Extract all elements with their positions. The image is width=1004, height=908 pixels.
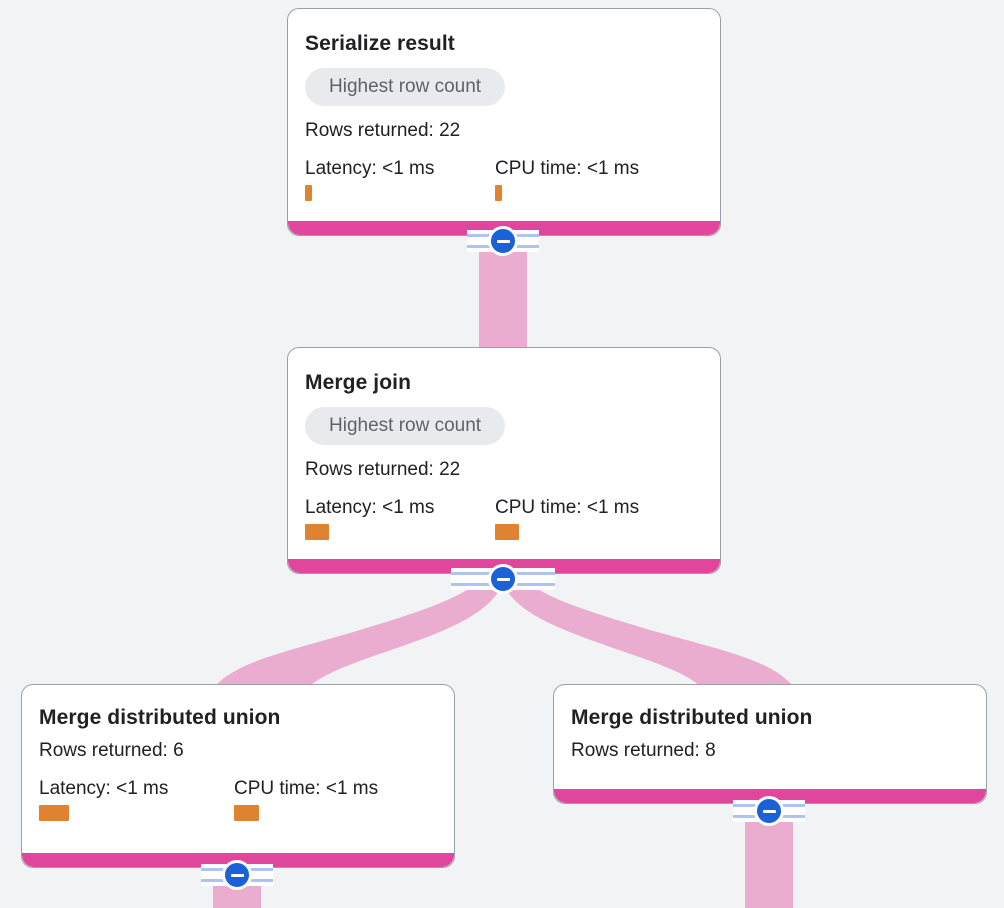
metric-latency: Latency: <1 ms xyxy=(305,158,495,201)
metric-bar xyxy=(234,805,259,821)
rows-returned: Rows returned: 6 xyxy=(39,740,184,761)
node-merge-distributed-union-left[interactable]: Merge distributed union Rows returned: 6… xyxy=(21,684,455,868)
rows-returned: Rows returned: 22 xyxy=(305,120,461,141)
metric-latency: Latency: <1 ms xyxy=(305,497,495,540)
node-title: Serialize result xyxy=(305,32,455,55)
metric-bar xyxy=(495,524,519,540)
edge-mergejoin-to-union-left xyxy=(215,582,503,686)
node-serialize-result[interactable]: Serialize result Highest row count Rows … xyxy=(287,8,721,236)
minus-circle-icon[interactable] xyxy=(488,226,518,256)
node-title: Merge distributed union xyxy=(571,706,813,729)
edge-mergejoin-to-union-right xyxy=(503,582,793,686)
collapse-control-union-right[interactable] xyxy=(733,796,805,826)
node-card[interactable]: Merge distributed union Rows returned: 8 xyxy=(553,684,987,804)
minus-glyph xyxy=(496,239,510,243)
metric-bar xyxy=(305,185,312,201)
rows-returned: Rows returned: 8 xyxy=(571,740,716,761)
metric-latency: Latency: <1 ms xyxy=(39,778,234,821)
minus-circle-icon[interactable] xyxy=(488,564,518,594)
minus-circle-icon[interactable] xyxy=(222,860,252,890)
collapse-control-serialize-result[interactable] xyxy=(467,226,539,256)
node-card[interactable]: Merge distributed union Rows returned: 6… xyxy=(21,684,455,868)
metric-label: Latency: <1 ms xyxy=(305,497,435,518)
metric-label: CPU time: <1 ms xyxy=(495,497,640,518)
node-merge-join[interactable]: Merge join Highest row count Rows return… xyxy=(287,347,721,574)
metric-cpu-time: CPU time: <1 ms xyxy=(234,778,378,821)
collapse-control-merge-join[interactable] xyxy=(451,564,555,594)
node-metrics: Latency: <1 ms CPU time: <1 ms xyxy=(305,497,703,540)
minus-glyph xyxy=(496,577,510,581)
minus-glyph xyxy=(762,809,776,813)
node-title: Merge distributed union xyxy=(39,706,281,729)
node-metrics: Latency: <1 ms CPU time: <1 ms xyxy=(305,158,703,201)
metric-cpu-time: CPU time: <1 ms xyxy=(495,497,639,540)
metric-label: Latency: <1 ms xyxy=(39,778,169,799)
node-card[interactable]: Serialize result Highest row count Rows … xyxy=(287,8,721,236)
metric-bar xyxy=(495,185,502,201)
metric-cpu-time: CPU time: <1 ms xyxy=(495,158,639,201)
node-merge-distributed-union-right[interactable]: Merge distributed union Rows returned: 8 xyxy=(553,684,987,804)
status-badge: Highest row count xyxy=(305,407,506,445)
metric-label: CPU time: <1 ms xyxy=(234,778,379,799)
rows-returned: Rows returned: 22 xyxy=(305,459,461,480)
node-title: Merge join xyxy=(305,371,412,394)
node-metrics: Latency: <1 ms CPU time: <1 ms xyxy=(39,778,437,821)
metric-bar xyxy=(39,805,69,821)
metric-bar xyxy=(305,524,329,540)
collapse-control-union-left[interactable] xyxy=(201,860,273,890)
minus-glyph xyxy=(230,873,244,877)
metric-label: Latency: <1 ms xyxy=(305,158,435,179)
node-card[interactable]: Merge join Highest row count Rows return… xyxy=(287,347,721,574)
status-badge: Highest row count xyxy=(305,68,506,106)
metric-label: CPU time: <1 ms xyxy=(495,158,640,179)
minus-circle-icon[interactable] xyxy=(754,796,784,826)
